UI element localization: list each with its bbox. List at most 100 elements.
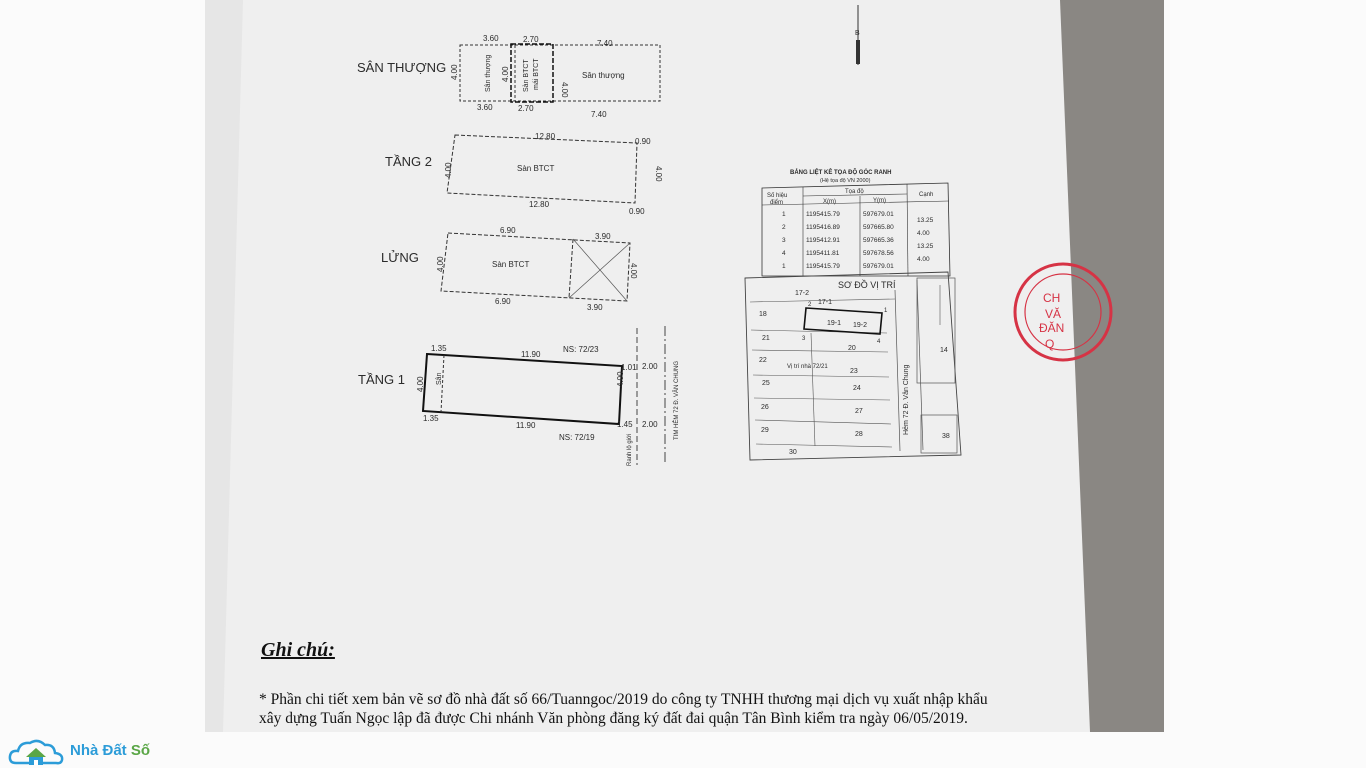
dim: 12.80	[535, 132, 556, 141]
lot-label: 25	[762, 380, 770, 387]
header-y: Y(m)	[873, 198, 886, 204]
dim: 4.00	[416, 376, 425, 392]
floor-san-thuong: SÂN THƯỢNG 3.60 2.70 7.40 3.60 2.70 7.40…	[357, 34, 661, 119]
floor-label: SÂN THƯỢNG	[357, 60, 446, 75]
row-point-id: 1	[782, 211, 786, 218]
street-label: Hẻm 72 Đ. Vân Chung	[903, 364, 910, 435]
lot-label: 14	[940, 347, 948, 354]
lot-label: 30	[789, 449, 797, 456]
dim: 2.00	[642, 420, 658, 429]
lot-neighbor: NS: 72/19	[559, 433, 595, 442]
coordinate-table: BẢNG LIỆT KÊ TỌA ĐỘ GÓC RANH (Hệ tọa độ …	[761, 168, 951, 277]
lot-label: 27	[855, 408, 863, 415]
row-point-id: 1	[782, 263, 786, 270]
row-x: 1195411.81	[806, 250, 840, 257]
dim: 4.00	[444, 162, 453, 178]
house-cloud-icon	[8, 739, 64, 765]
row-x: 1195415.79	[806, 263, 840, 270]
dim: 2.70	[518, 104, 534, 113]
house-location-label: Vị trí nhà 72/21	[787, 364, 828, 370]
dim: 12.80	[529, 200, 550, 209]
floor-label: LỬNG	[381, 250, 419, 265]
row-point-id: 3	[782, 237, 786, 244]
lot-label: 17-2	[795, 290, 809, 297]
dim: 4.00	[501, 66, 510, 82]
lot-label: 19-1	[827, 320, 841, 327]
floor-label: TẦNG 2	[385, 154, 432, 169]
stamp-text: CH	[1043, 291, 1060, 305]
row-point-id: 2	[782, 224, 786, 231]
header-point2: điểm	[770, 199, 783, 206]
dim: 3.90	[587, 303, 603, 312]
stamp-text: VĂ	[1045, 306, 1061, 321]
row-y: 597665.36	[863, 237, 894, 244]
dim: 3.60	[483, 34, 499, 43]
floor-lung: LỬNG 6.90 3.90 6.90 3.90 4.00 4.00 Sàn B…	[381, 226, 638, 312]
note-line-2: xây dựng Tuấn Ngọc lập đã được Chi nhánh…	[259, 710, 968, 727]
room-label: Sân thượng	[485, 55, 492, 92]
site-plan-title: SƠ ĐỒ VỊ TRÍ	[838, 279, 896, 290]
dim: 4.00	[654, 166, 663, 182]
row-x: 1195415.79	[806, 211, 840, 218]
row-edge: 4.00	[917, 230, 930, 237]
street-centerline-label: TIM HẺM 72 Đ. VÂN CHUNG	[673, 361, 680, 440]
dim: 4.00	[560, 82, 569, 98]
room-label: Sàn BTCT	[517, 164, 554, 173]
note-heading: Ghi chú:	[261, 639, 335, 661]
dim: 11.90	[521, 350, 541, 359]
lot-label: 38	[942, 433, 950, 440]
row-x: 1195412.91	[806, 237, 840, 244]
row-y: 597678.56	[863, 250, 894, 257]
corner-label: 4	[877, 339, 881, 345]
header-x: X(m)	[823, 199, 836, 205]
dim: 7.40	[597, 39, 613, 48]
brand-logo[interactable]: Nhà Đất Số	[8, 733, 150, 768]
lot-label: 21	[762, 335, 770, 342]
room-label: Sàn BTCT	[492, 260, 529, 269]
lot-label: 24	[853, 385, 861, 392]
floor-tang-2: TẦNG 2 12.80 0.90 12.80 0.90 4.00 4.00 S…	[385, 132, 663, 216]
paper-sheet	[205, 0, 1090, 732]
dim: 4.00	[450, 64, 459, 80]
room-label: Sàn BTCT	[523, 59, 530, 92]
lot-label: 18	[759, 311, 767, 318]
brand-name: Nhà Đất Số	[70, 742, 151, 759]
lot-label: 26	[761, 404, 769, 411]
dim: 1.45	[617, 420, 633, 429]
table-subtitle: (Hệ tọa độ VN 2000)	[820, 178, 871, 184]
lot-neighbor: NS: 72/23	[563, 345, 599, 354]
dim: 1.01	[621, 363, 637, 372]
header-coord: Tọa độ	[845, 189, 864, 195]
north-label: B	[855, 30, 860, 37]
row-edge: 13.25	[917, 243, 934, 250]
row-point-id: 4	[782, 250, 786, 257]
row-x: 1195416.89	[806, 224, 840, 231]
stamp-text: Q	[1045, 337, 1054, 351]
dim: 2.00	[642, 362, 658, 371]
document-photo: B SÂN THƯỢNG 3.60 2.70 7.40 3.60 2.70 7.…	[205, 0, 1164, 732]
lot-label: 17-1	[818, 299, 832, 306]
row-edge: 4.00	[917, 256, 930, 263]
row-y: 597679.01	[863, 211, 894, 218]
stamp-text: ĐĂN	[1039, 320, 1064, 335]
corner-label: 2	[808, 302, 812, 308]
corner-label: 1	[884, 308, 888, 314]
lot-label: 22	[759, 357, 767, 364]
paper-fold	[205, 0, 243, 732]
dim: 3.60	[477, 103, 493, 112]
room-label: mái BTCT	[533, 58, 540, 90]
floor-label: TẦNG 1	[358, 372, 405, 387]
floor-tang-1: TẦNG 1 1.35 11.90 NS: 72/23 1.01 1.35 11…	[358, 326, 680, 466]
note-section: Ghi chú: * Phần chi tiết xem bản vẽ sơ đ…	[259, 639, 988, 727]
row-edge: 13.25	[917, 217, 934, 224]
room-label: Sân	[436, 372, 443, 385]
row-y: 597679.01	[863, 263, 894, 270]
corner-label: 3	[802, 336, 806, 342]
lot-label: 29	[761, 427, 769, 434]
table-title: BẢNG LIỆT KÊ TỌA ĐỘ GÓC RANH	[790, 168, 891, 176]
dim: 2.70	[523, 35, 539, 44]
dim: 6.90	[495, 297, 511, 306]
